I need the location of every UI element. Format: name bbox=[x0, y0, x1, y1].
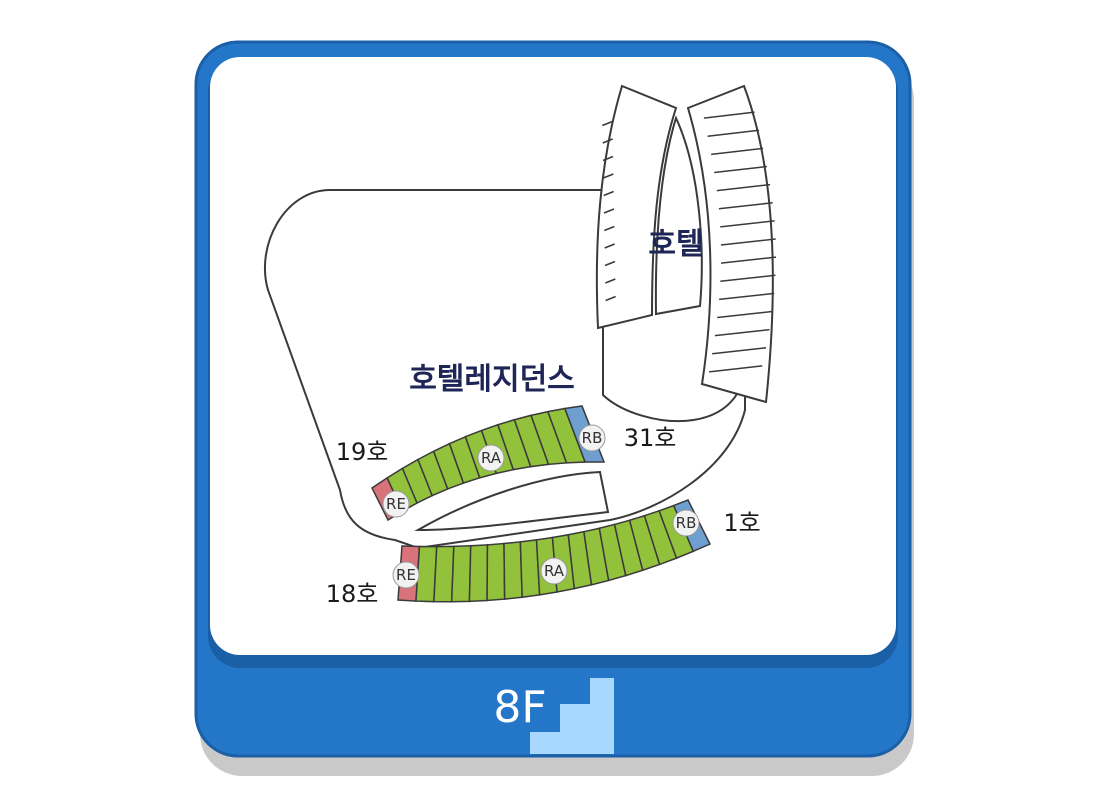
hotel-window-rib bbox=[602, 138, 613, 144]
unit-type-re-lower: RE bbox=[396, 566, 416, 584]
hotel-residence-label: 호텔레지던스 bbox=[409, 362, 575, 397]
hotel-window-rib bbox=[711, 147, 764, 156]
stair-step-icon bbox=[530, 678, 614, 754]
hotel-window-rib bbox=[604, 243, 615, 249]
unit-type-rb-lower: RB bbox=[676, 514, 697, 532]
hotel-window-rib bbox=[604, 225, 615, 232]
hotel-windows bbox=[602, 111, 777, 373]
badge-ra-lower: RA bbox=[540, 557, 568, 585]
hotel-window-rib bbox=[602, 155, 614, 162]
hotel-label: 호텔 bbox=[648, 227, 703, 262]
unit-type-re-upper: RE bbox=[386, 495, 406, 513]
hotel-window-rib bbox=[604, 260, 616, 267]
building-outline bbox=[263, 189, 748, 550]
badge-rb-lower: RB bbox=[672, 509, 700, 537]
lower-unit-ra-7 bbox=[503, 541, 523, 600]
hotel-window-rib bbox=[720, 238, 776, 246]
hotel-window-rib bbox=[714, 165, 767, 174]
hotel-window-rib bbox=[602, 120, 613, 127]
hotel-window-rib bbox=[707, 129, 760, 137]
badge-rb-upper: RB bbox=[578, 424, 606, 452]
hotel-window-rib bbox=[605, 295, 616, 302]
hotel-window-rib bbox=[718, 202, 773, 210]
lower-unit-ra-6 bbox=[486, 542, 506, 602]
hotel-window-rib bbox=[603, 190, 614, 197]
hotel-window-rib bbox=[703, 111, 755, 119]
hotel-window-rib bbox=[603, 173, 614, 179]
lower-unit-ra-5 bbox=[468, 544, 489, 603]
hotel-window-rib bbox=[714, 328, 770, 337]
hotel-window-rib bbox=[719, 292, 775, 301]
room-18-label: 18호 bbox=[326, 580, 379, 608]
courtyard bbox=[414, 470, 610, 532]
hotel-window-rib bbox=[717, 310, 773, 319]
hotel-tower-inner-core bbox=[654, 115, 703, 316]
hotel-window-rib bbox=[720, 220, 775, 228]
lower-unit-ra-4 bbox=[450, 545, 472, 603]
hotel-window-rib bbox=[605, 278, 616, 284]
hotel-window-rib bbox=[709, 365, 763, 373]
badge-re-lower: RE bbox=[392, 561, 420, 589]
room-31-label: 31호 bbox=[624, 424, 677, 452]
unit-type-ra-upper: RA bbox=[481, 449, 502, 467]
lower-unit-ra-3 bbox=[433, 545, 455, 603]
room-19-label: 19호 bbox=[336, 438, 389, 466]
hotel-window-rib bbox=[712, 347, 767, 355]
floor-label: 8F bbox=[493, 682, 546, 733]
badge-re-upper: RE bbox=[382, 490, 410, 518]
badge-ra-upper: RA bbox=[477, 444, 505, 472]
room-1-label: 1호 bbox=[723, 509, 760, 537]
unit-type-ra-lower: RA bbox=[544, 562, 565, 580]
unit-type-rb-upper: RB bbox=[582, 429, 603, 447]
hotel-window-rib bbox=[720, 256, 777, 264]
hotel-window-rib bbox=[720, 274, 776, 282]
hotel-window-rib bbox=[716, 183, 771, 192]
hotel-window-rib bbox=[603, 208, 615, 214]
